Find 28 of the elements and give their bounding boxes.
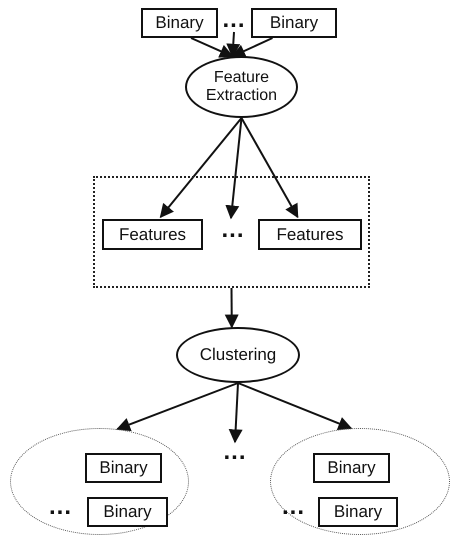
arrow — [240, 118, 298, 218]
process-box: Features — [102, 219, 203, 250]
process-ellipse: Clustering — [176, 327, 300, 383]
arrow — [224, 288, 239, 329]
arrow — [228, 382, 243, 444]
ellipsis-mark: ... — [222, 442, 248, 464]
ellipsis-mark: ... — [221, 10, 247, 32]
ellipsis-mark: ... — [220, 220, 246, 242]
process-box: Binary — [85, 453, 162, 483]
process-box: Features — [258, 219, 362, 250]
process-box: Binary — [141, 8, 218, 38]
arrow — [231, 37, 273, 58]
arrow — [160, 117, 242, 218]
ellipsis-mark: ... — [49, 495, 72, 520]
arrow — [116, 382, 238, 432]
dotted-cluster-ellipse — [270, 428, 450, 535]
process-ellipse: Feature Extraction — [185, 56, 298, 118]
dotted-group-box — [93, 176, 370, 288]
arrow — [238, 382, 352, 430]
process-box: Binary — [318, 497, 398, 527]
arrow — [225, 118, 242, 220]
arrow — [190, 37, 234, 58]
ellipsis-mark: ... — [282, 495, 306, 520]
process-box: Binary — [87, 497, 168, 527]
process-box: Binary — [251, 8, 337, 38]
dotted-cluster-ellipse — [10, 428, 189, 535]
process-box: Binary — [313, 453, 390, 483]
arrow — [226, 32, 240, 58]
